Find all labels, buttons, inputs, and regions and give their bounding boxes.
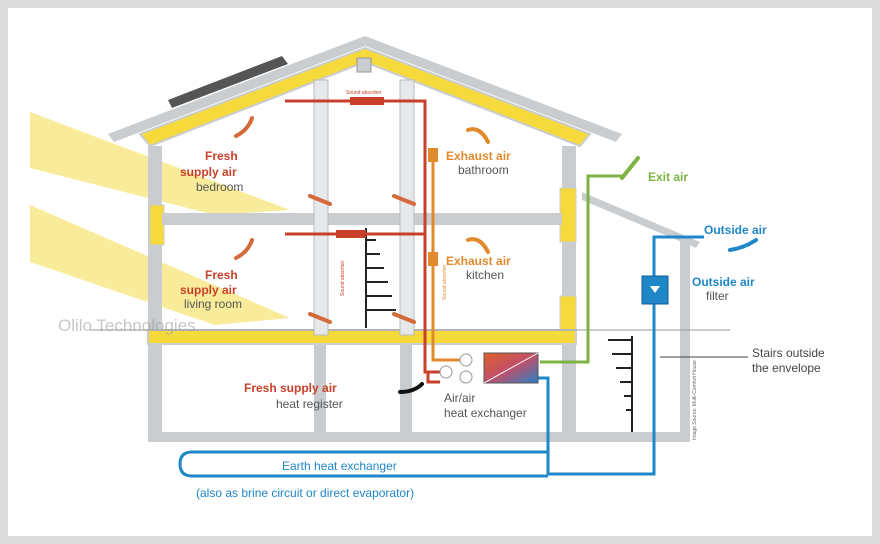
label-exit-air: Exit air xyxy=(648,170,688,184)
label-heat-register-2: heat register xyxy=(276,397,343,411)
label-exhaust-bathroom: Exhaust air xyxy=(446,149,511,163)
outside-air-duct xyxy=(536,235,704,476)
ground-floor-slab xyxy=(147,329,577,345)
label-bedroom: bedroom xyxy=(196,180,243,194)
label-living-room: living room xyxy=(184,297,242,311)
basement-column-right xyxy=(400,344,412,434)
label-kitchen: kitchen xyxy=(466,268,504,282)
label-bathroom: bathroom xyxy=(458,163,509,177)
basement-left-wall xyxy=(148,344,160,434)
exhaust-valve-kitchen xyxy=(428,252,438,266)
sound-absorber-lower xyxy=(336,230,366,238)
fan-icon xyxy=(439,353,473,384)
right-wall-insulation-upper xyxy=(559,187,577,243)
sound-absorber-label: Sound absorber xyxy=(346,90,382,96)
duct-label-left: Sound absorber xyxy=(340,260,346,296)
exit-air-duct xyxy=(540,174,624,364)
left-wall-insulation-upper xyxy=(149,204,165,246)
label-fresh-living-2: supply air xyxy=(180,283,237,297)
filter-icon xyxy=(641,275,669,305)
column-right xyxy=(399,79,415,336)
annex-wall xyxy=(680,240,690,440)
label-stairs-1: Stairs outside xyxy=(752,346,825,360)
label-outside-filter-2: filter xyxy=(706,289,729,303)
label-fresh-bedroom-2: supply air xyxy=(180,165,237,179)
label-earth-exchanger: Earth heat exchanger xyxy=(282,459,397,473)
roof-vent xyxy=(356,57,372,73)
exhaust-valve-bathroom xyxy=(428,148,438,162)
solar-panel-icon xyxy=(168,56,288,108)
column-left xyxy=(313,79,329,336)
label-fresh-bedroom-1: Fresh xyxy=(205,149,238,163)
airflow-arrow-icon xyxy=(234,116,758,394)
label-outside-filter-1: Outside air xyxy=(692,275,755,289)
outside-stairs xyxy=(608,336,633,432)
label-heat-register-1: Fresh supply air xyxy=(244,381,337,395)
label-earth-exchanger-note: (also as brine circuit or direct evapora… xyxy=(196,486,414,500)
label-outside-air: Outside air xyxy=(704,223,767,237)
label-stairs-2: the envelope xyxy=(752,361,821,375)
label-air-exchanger-1: Air/air xyxy=(444,391,475,405)
annex-roof xyxy=(582,192,700,248)
watermark: Olilo Technologies xyxy=(58,316,196,335)
interior-stairs xyxy=(365,228,396,328)
upper-floor xyxy=(162,213,562,225)
duct-label-right: Sound absorber xyxy=(442,264,448,300)
basement-floor xyxy=(148,432,690,442)
label-exhaust-kitchen: Exhaust air xyxy=(446,254,511,268)
image-source-note: Image Source: Multi-Comfort House xyxy=(692,360,698,440)
heat-exchanger-icon xyxy=(483,352,539,384)
sound-absorber-upper xyxy=(350,97,384,105)
label-fresh-living-1: Fresh xyxy=(205,268,238,282)
earth-heat-exchanger-loop xyxy=(178,450,548,478)
basement-column-left xyxy=(314,344,326,434)
label-air-exchanger-2: heat exchanger xyxy=(444,406,527,420)
